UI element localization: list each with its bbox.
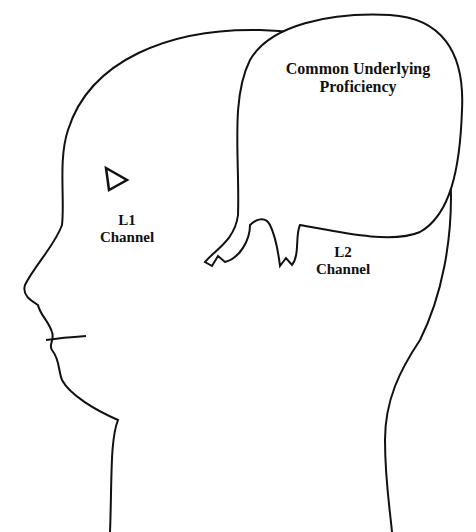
eye bbox=[106, 168, 127, 190]
channel-label: L1 Channel bbox=[100, 212, 154, 247]
bubble-outline bbox=[236, 8, 468, 272]
bubble-path bbox=[205, 15, 462, 266]
mouth-line bbox=[46, 336, 86, 340]
bubble-title: Common Underlying Proficiency bbox=[268, 60, 448, 97]
proficiency-bubble: Common Underlying Proficiency bbox=[236, 8, 468, 272]
channel-label: L2 Channel bbox=[316, 244, 370, 279]
